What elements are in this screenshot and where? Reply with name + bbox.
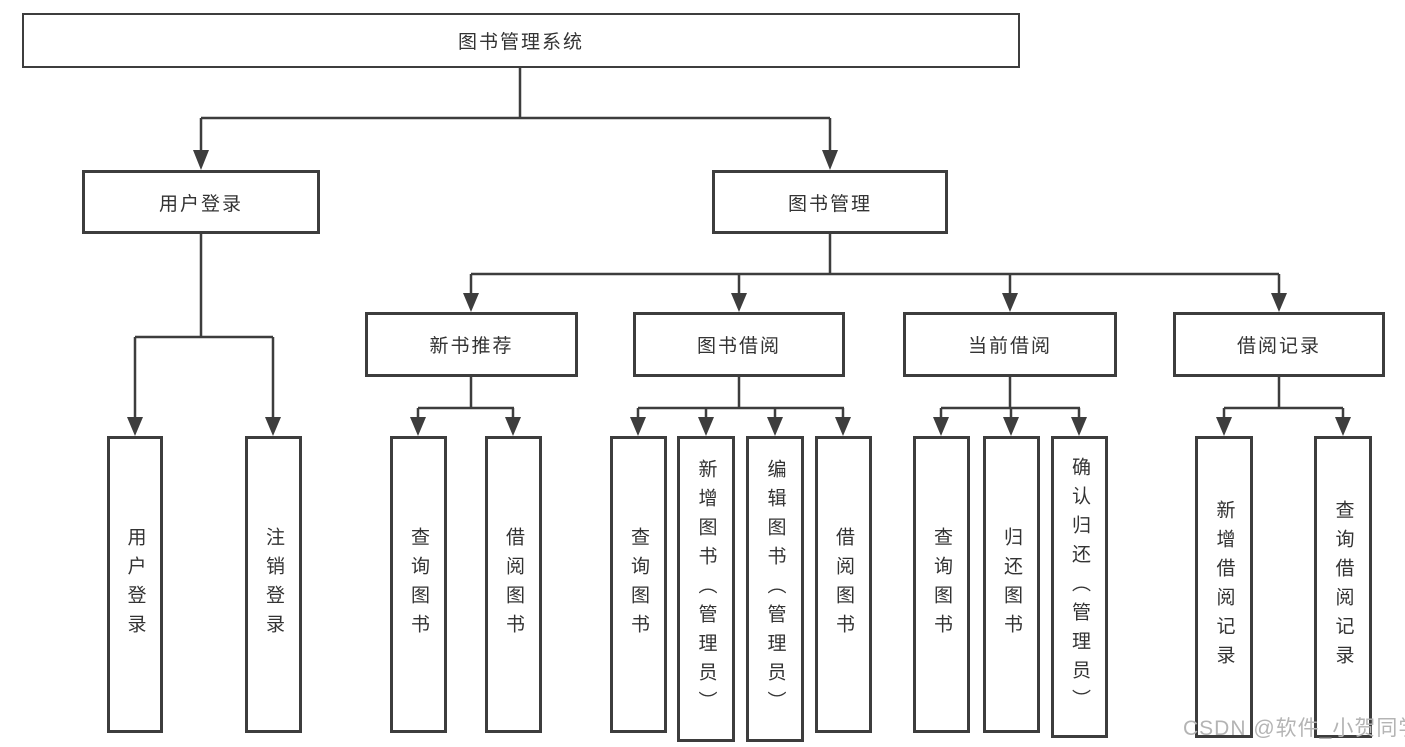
node-user-login: 用户登录	[82, 170, 320, 234]
leaf-confirm-return-admin-label: 确认归还（管理员）	[1069, 456, 1090, 718]
leaf-borrow-books-1: 借阅图书	[485, 436, 542, 733]
leaf-add-borrow-record-label: 新增借阅记录	[1213, 500, 1235, 674]
node-root-label: 图书管理系统	[457, 32, 584, 53]
leaf-edit-book-admin-label: 编辑图书（管理员）	[764, 458, 786, 720]
leaf-borrow-books-2-label: 借阅图书	[833, 526, 854, 643]
leaf-add-book-admin-label: 新增图书（管理员）	[695, 458, 717, 720]
leaf-logout-label: 注销登录	[263, 526, 284, 643]
leaf-add-borrow-record: 新增借阅记录	[1195, 436, 1253, 738]
node-book-management: 图书管理	[712, 170, 948, 234]
leaf-query-borrow-record-label: 查询借阅记录	[1332, 500, 1354, 674]
leaf-edit-book-admin: 编辑图书（管理员）	[746, 436, 804, 742]
leaf-logout: 注销登录	[245, 436, 302, 733]
leaf-query-books-1: 查询图书	[390, 436, 447, 733]
leaf-user-login-label: 用户登录	[124, 526, 146, 643]
node-borrow-records-label: 借阅记录	[1236, 336, 1321, 357]
node-new-book-recommend-label: 新书推荐	[429, 336, 514, 357]
leaf-query-books-1-label: 查询图书	[408, 526, 429, 643]
arrowhead-icons	[127, 150, 1351, 436]
csdn-watermark: CSDN @软件_小贺同学	[1183, 717, 1405, 740]
leaf-return-book-label: 归还图书	[1001, 526, 1022, 643]
connector-paths	[133, 66, 1345, 420]
node-book-borrow: 图书借阅	[633, 312, 845, 377]
node-borrow-records: 借阅记录	[1173, 312, 1385, 377]
leaf-confirm-return-admin: 确认归还（管理员）	[1051, 436, 1108, 738]
node-current-borrow-label: 当前借阅	[967, 336, 1052, 357]
leaf-user-login: 用户登录	[107, 436, 163, 733]
node-new-book-recommend: 新书推荐	[365, 312, 578, 377]
node-user-login-label: 用户登录	[158, 193, 243, 215]
node-book-management-label: 图书管理	[787, 193, 872, 215]
node-book-borrow-label: 图书借阅	[696, 336, 781, 357]
leaf-query-borrow-record: 查询借阅记录	[1314, 436, 1372, 738]
leaf-add-book-admin: 新增图书（管理员）	[677, 436, 735, 742]
leaf-query-books-3-label: 查询图书	[931, 526, 952, 643]
leaf-query-books-2: 查询图书	[610, 436, 667, 733]
node-root: 图书管理系统	[22, 13, 1020, 68]
node-current-borrow: 当前借阅	[903, 312, 1117, 377]
leaf-return-book: 归还图书	[983, 436, 1040, 733]
leaf-borrow-books-2: 借阅图书	[815, 436, 872, 733]
leaf-query-books-2-label: 查询图书	[628, 526, 649, 643]
leaf-query-books-3: 查询图书	[913, 436, 970, 733]
leaf-borrow-books-1-label: 借阅图书	[503, 526, 524, 643]
